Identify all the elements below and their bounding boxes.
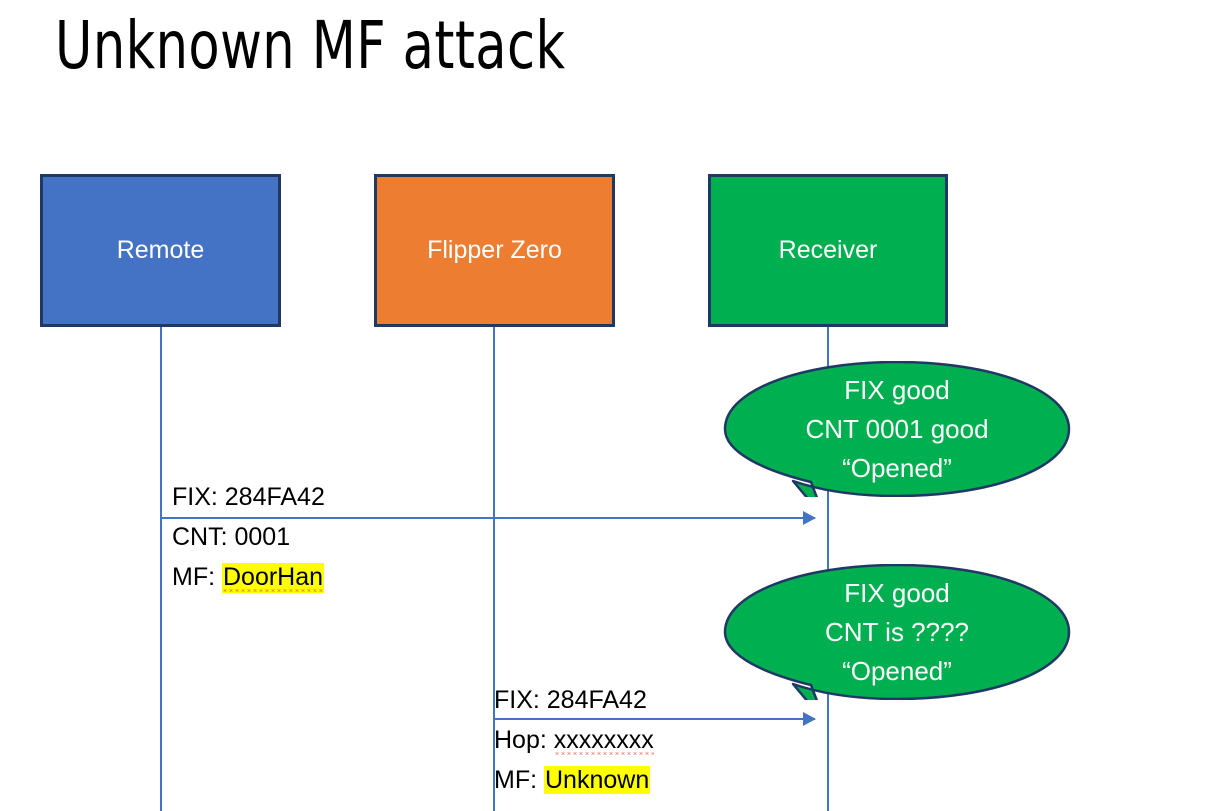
message-arrow-flipper-to-receiver [494, 713, 816, 725]
actor-box-flipper[interactable]: Flipper Zero [374, 174, 615, 327]
message-1-mf-label: MF: [172, 563, 222, 591]
actor-label-remote: Remote [116, 236, 205, 264]
message-1-mf: MF: DoorHan [172, 557, 325, 597]
message-2-mf-label: MF: [494, 766, 544, 794]
message-1-cnt: CNT: 0001 [172, 523, 291, 551]
message-label-2: FIX: 284FA42 Hop: xxxxxxxx MF: Unknown [494, 680, 654, 800]
message-1-mf-value: DoorHan [223, 563, 324, 591]
page-title: Unknown MF attack [55, 7, 566, 84]
actor-box-remote[interactable]: Remote [40, 174, 281, 327]
speech-bubble-1-line3: “Opened” [842, 452, 952, 483]
message-2-hop-value: xxxxxxxx [553, 726, 654, 754]
message-2-fix: FIX: 284FA42 [494, 686, 647, 714]
speech-bubble-shape-icon [723, 564, 1071, 700]
speech-bubble-receiver-1: FIX good CNT 0001 good “Opened” [723, 361, 1071, 497]
actor-label-receiver: Receiver [778, 236, 878, 264]
speech-bubble-2-line1: FIX good [844, 577, 950, 608]
speech-bubble-receiver-2: FIX good CNT is ???? “Opened” [723, 564, 1071, 700]
speech-bubble-shape-icon [723, 361, 1071, 497]
actor-box-receiver[interactable]: Receiver [708, 174, 948, 327]
message-2-mf-value: Unknown [544, 766, 651, 794]
speech-bubble-1-line1: FIX good [844, 374, 950, 405]
speech-bubble-2-line2: CNT is ???? [824, 616, 970, 647]
message-1-fix: FIX: 284FA42 [172, 483, 325, 511]
speech-bubble-2-text: FIX good CNT is ???? “Opened” [825, 574, 969, 691]
message-2-hop-label: Hop: [494, 726, 554, 754]
message-2-mf: MF: Unknown [494, 760, 654, 800]
speech-bubble-1-text: FIX good CNT 0001 good “Opened” [805, 371, 988, 488]
speech-bubble-2-line3: “Opened” [842, 655, 952, 686]
message-2-hop: Hop: xxxxxxxx [494, 720, 654, 760]
lifeline-flipper [493, 327, 495, 811]
speech-bubble-1-line2: CNT 0001 good [805, 413, 989, 444]
message-label-1: FIX: 284FA42 CNT: 0001 MF: DoorHan [172, 477, 325, 597]
message-arrow-remote-to-receiver [161, 512, 816, 524]
lifeline-remote [160, 327, 162, 811]
actor-label-flipper: Flipper Zero [427, 236, 562, 264]
